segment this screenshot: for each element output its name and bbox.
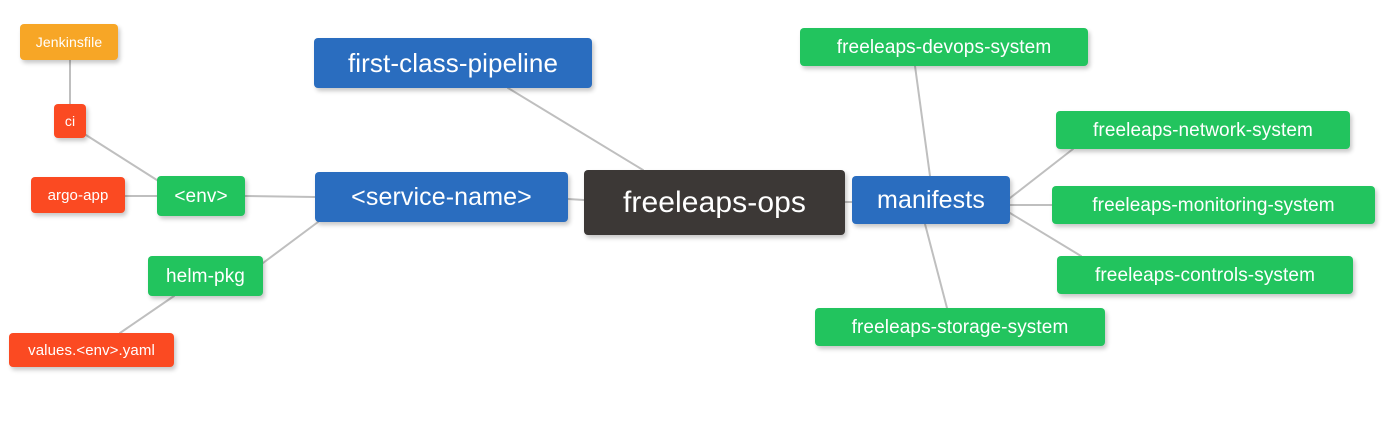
node-label-freeleaps-storage-system: freeleaps-storage-system (851, 316, 1069, 338)
node-helm-pkg[interactable]: helm-pkg (148, 256, 263, 296)
node-freeleaps-network-system[interactable]: freeleaps-network-system (1056, 111, 1350, 149)
node-label-ci: ci (64, 113, 76, 129)
node-freeleaps-storage-system[interactable]: freeleaps-storage-system (815, 308, 1105, 346)
edge-helm-pkg-to-values-env-yaml (119, 295, 175, 334)
node-freeleaps-controls-system[interactable]: freeleaps-controls-system (1057, 256, 1353, 294)
edge-env-to-service-name (244, 195, 316, 198)
node-label-argo-app: argo-app (47, 186, 109, 204)
node-label-freeleaps-devops-system: freeleaps-devops-system (836, 36, 1052, 58)
node-label-freeleaps-ops: freeleaps-ops (622, 185, 807, 219)
node-label-freeleaps-monitoring-system: freeleaps-monitoring-system (1092, 194, 1335, 216)
node-freeleaps-ops[interactable]: freeleaps-ops (584, 170, 845, 235)
node-label-freeleaps-network-system: freeleaps-network-system (1093, 119, 1313, 141)
edge-first-class-pipeline-to-freeleaps-ops (507, 87, 644, 171)
node-service-name[interactable]: <service-name> (315, 172, 568, 222)
node-label-values-env-yaml: values.<env>.yaml (28, 341, 155, 359)
node-label-manifests: manifests (877, 185, 985, 214)
node-argo-app[interactable]: argo-app (31, 177, 125, 213)
edge-manifests-to-freeleaps-storage-system (924, 223, 948, 309)
node-label-service-name: <service-name> (351, 182, 532, 211)
node-ci[interactable]: ci (54, 104, 86, 138)
node-freeleaps-devops-system[interactable]: freeleaps-devops-system (800, 28, 1088, 66)
node-label-jenkinsfile: Jenkinsfile (35, 34, 103, 50)
node-label-helm-pkg: helm-pkg (166, 265, 245, 287)
node-first-class-pipeline[interactable]: first-class-pipeline (314, 38, 592, 88)
edge-service-name-to-helm-pkg (262, 221, 319, 264)
edge-service-name-to-freeleaps-ops (567, 198, 585, 201)
node-manifests[interactable]: manifests (852, 176, 1010, 224)
edge-manifests-to-freeleaps-devops-system (914, 65, 931, 177)
node-values-env-yaml[interactable]: values.<env>.yaml (9, 333, 174, 367)
node-jenkinsfile[interactable]: Jenkinsfile (20, 24, 118, 60)
node-label-first-class-pipeline: first-class-pipeline (347, 48, 559, 78)
node-label-freeleaps-controls-system: freeleaps-controls-system (1094, 264, 1316, 286)
node-env[interactable]: <env> (157, 176, 245, 216)
node-freeleaps-monitoring-system[interactable]: freeleaps-monitoring-system (1052, 186, 1375, 224)
node-label-env: <env> (174, 185, 228, 207)
edge-ci-to-env (85, 134, 161, 183)
